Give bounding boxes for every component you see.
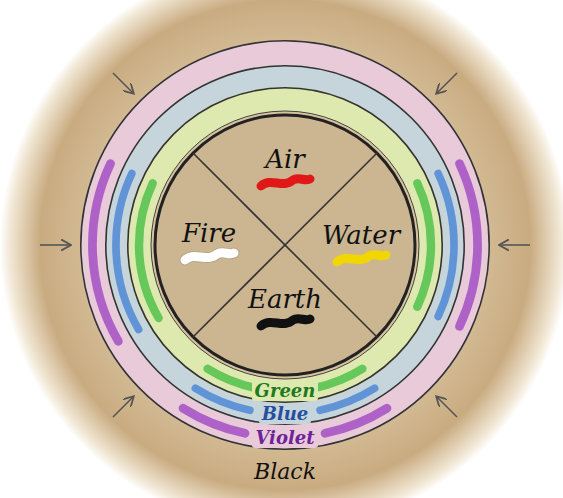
color-ring: Green AirFire WaterEarth xyxy=(127,87,443,403)
inward-arrow xyxy=(113,397,133,417)
element-name: Earth xyxy=(248,285,322,314)
element-circle xyxy=(155,115,415,375)
ring-label: Violet xyxy=(252,428,317,448)
ring-outline xyxy=(151,111,419,379)
paint-stroke xyxy=(261,319,310,326)
ring-label: Green xyxy=(252,381,319,401)
paint-swatch xyxy=(253,313,317,333)
element-quadrant: Fire xyxy=(177,219,241,268)
element-name: Air xyxy=(265,145,305,174)
element-quadrant: Earth xyxy=(248,285,322,334)
paint-shadow xyxy=(185,253,234,260)
inward-arrow xyxy=(437,397,457,417)
element-name: Water xyxy=(322,221,400,250)
ring-band xyxy=(139,99,431,391)
paint-swatch xyxy=(253,173,317,193)
element-name: Fire xyxy=(182,219,236,248)
inward-arrow xyxy=(437,73,457,93)
inward-arrow xyxy=(113,73,133,93)
paint-swatch xyxy=(177,247,241,267)
ring-outline xyxy=(81,41,489,449)
ring-label: Blue xyxy=(259,404,312,424)
ring-outline xyxy=(106,66,464,424)
paint-stroke xyxy=(337,255,386,262)
ring-outline xyxy=(128,88,442,402)
inward-arrow xyxy=(40,244,70,246)
ring-band xyxy=(93,53,478,438)
paint-swatch xyxy=(329,249,393,269)
color-ring: Violet Blue Green AirFire WaterEarth xyxy=(80,40,490,450)
paint-stroke xyxy=(261,179,310,186)
color-ring: Blue Green AirFire WaterEarth xyxy=(105,65,465,425)
element-quadrant: Water xyxy=(322,221,400,270)
paint-stroke xyxy=(185,253,234,260)
inward-arrow xyxy=(500,244,530,246)
ring-band xyxy=(116,76,454,414)
inward-arrows xyxy=(40,73,530,417)
element-quadrant: Air xyxy=(253,145,317,194)
outer-label: Black xyxy=(254,460,316,484)
